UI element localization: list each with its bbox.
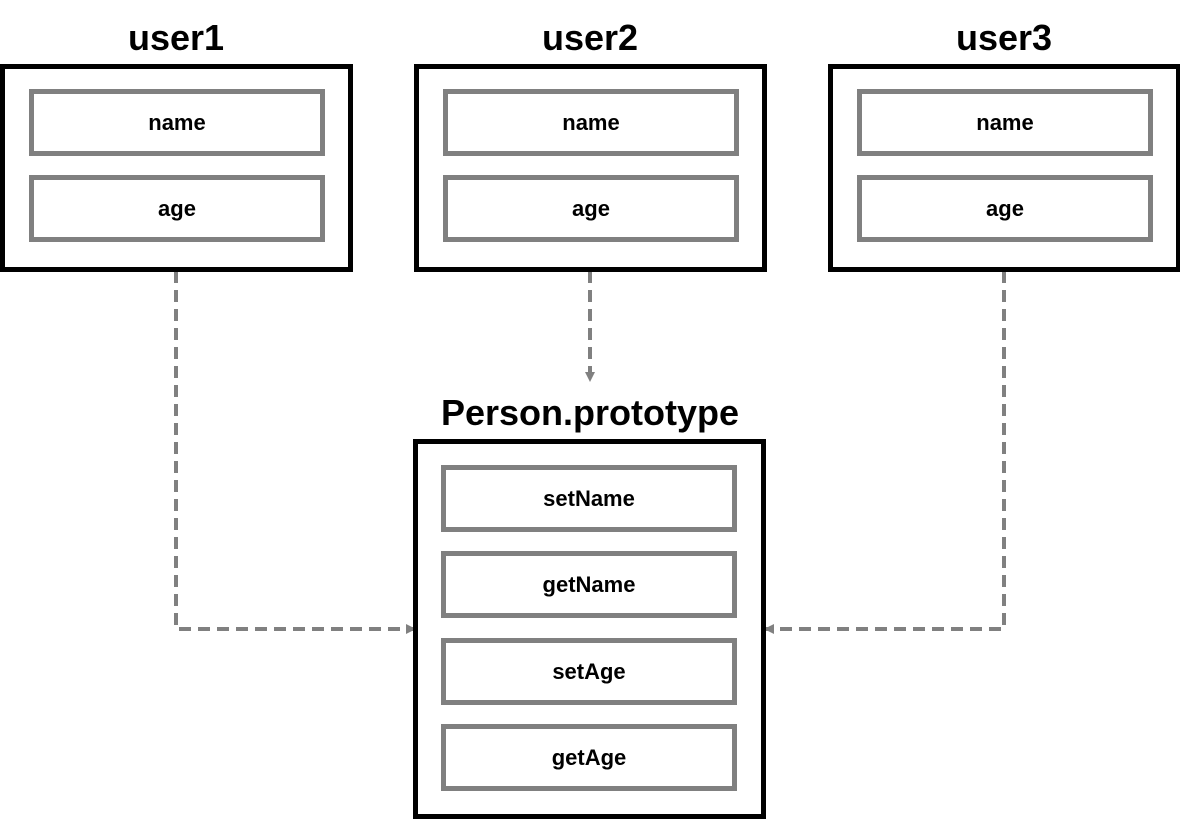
user1-name-field: name xyxy=(29,89,325,156)
user1-to-prototype-arrow xyxy=(174,271,416,634)
user3-name-field: name xyxy=(857,89,1153,156)
user2-title: user2 xyxy=(541,17,639,58)
user3-to-prototype-arrow xyxy=(764,271,1006,634)
user1-age-field: age xyxy=(29,175,325,242)
user1-title: user1 xyxy=(127,17,225,58)
prototype-title: Person.prototype xyxy=(440,392,740,433)
user2-age-field: age xyxy=(443,175,739,242)
prototype-method-getname: getName xyxy=(441,551,737,618)
prototype-method-setname: setName xyxy=(441,465,737,532)
user3-age-field: age xyxy=(857,175,1153,242)
prototype-method-getage: getAge xyxy=(441,724,737,791)
prototype-method-setage: setAge xyxy=(441,638,737,705)
user3-title: user3 xyxy=(955,17,1053,58)
user2-name-field: name xyxy=(443,89,739,156)
